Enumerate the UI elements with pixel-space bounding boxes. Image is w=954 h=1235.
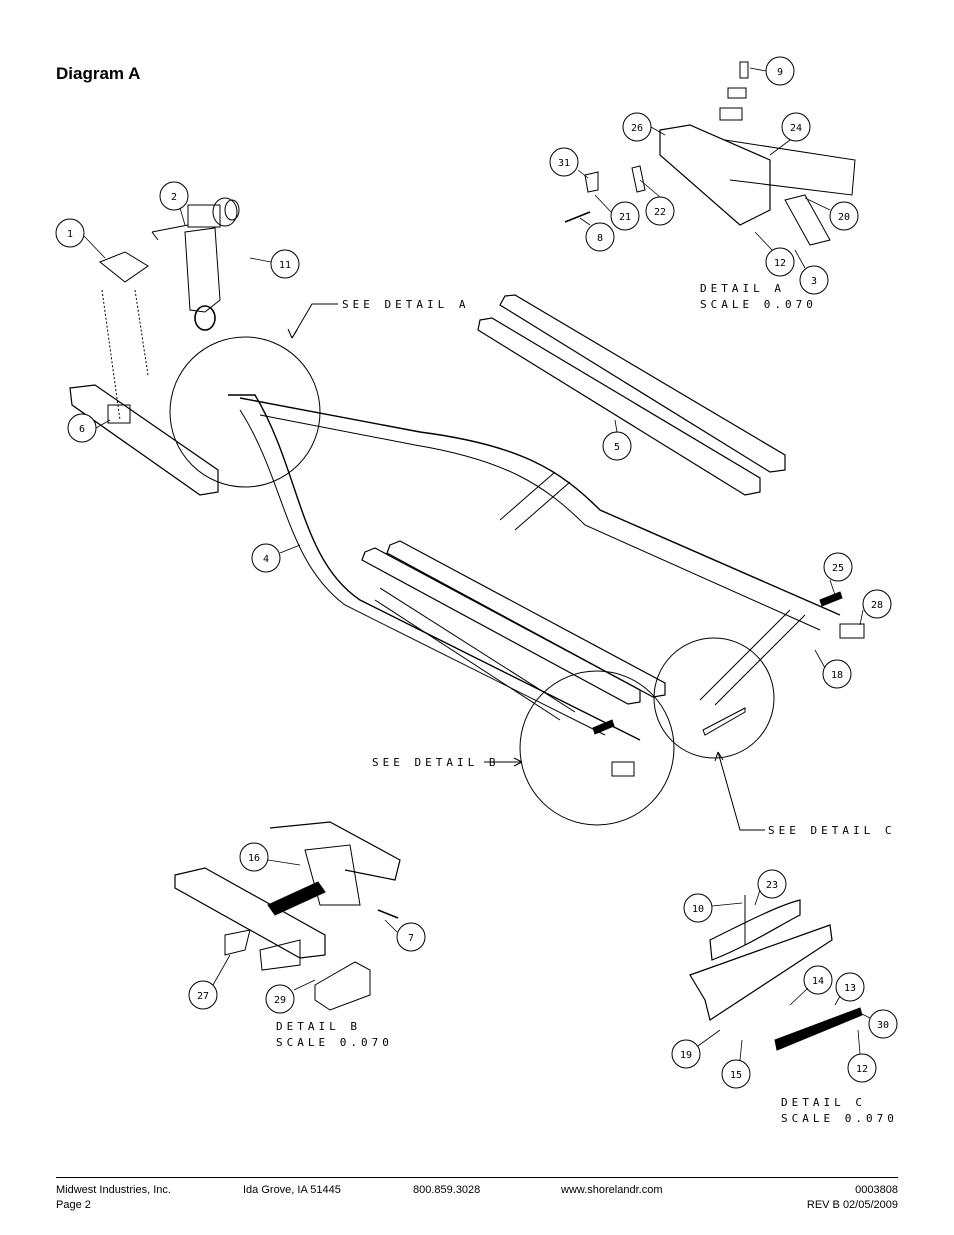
part-label: 24 xyxy=(790,123,802,134)
footer-website: www.shorelandr.com xyxy=(561,1184,663,1196)
part-label: 3 xyxy=(811,276,817,287)
part-label: 28 xyxy=(871,600,883,611)
detail-c-circle xyxy=(653,637,775,759)
frame-rail-right xyxy=(239,397,841,616)
part-label: 8 xyxy=(597,233,603,244)
footer-phone: 800.859.3028 xyxy=(413,1184,481,1196)
detail-a-title: DETAIL A xyxy=(700,282,785,295)
part-label: 2 xyxy=(171,192,177,203)
part-label: 15 xyxy=(730,1070,742,1081)
see-detail-b-label: SEE DETAIL B xyxy=(372,756,499,769)
footer-city: Ida Grove, IA 51445 xyxy=(243,1184,341,1196)
part-label: 4 xyxy=(263,554,269,565)
detail-a-bracket xyxy=(659,124,771,226)
part-label: 6 xyxy=(79,424,85,435)
part-label: 31 xyxy=(558,158,570,169)
part-label: 16 xyxy=(248,853,260,864)
part-label: 18 xyxy=(831,670,843,681)
part-label: 13 xyxy=(844,983,856,994)
part-label: 29 xyxy=(274,995,286,1006)
footer-page: Page 2 xyxy=(56,1199,91,1211)
part-label: 14 xyxy=(812,976,824,987)
page-footer: Midwest Industries, Inc. Page 2 Ida Grov… xyxy=(56,1177,898,1211)
tongue-beam xyxy=(69,384,219,496)
detail-b-circle xyxy=(519,670,675,826)
see-detail-c-label: SEE DETAIL C xyxy=(768,824,895,837)
footer-revision: REV B 02/05/2009 xyxy=(806,1199,898,1211)
part-label: 11 xyxy=(279,260,291,271)
diagram-title: Diagram A xyxy=(56,64,141,83)
frame-rail-left xyxy=(228,394,641,741)
detail-c-title: DETAIL C xyxy=(781,1096,866,1109)
part-label: 9 xyxy=(777,67,783,78)
part-label: 22 xyxy=(654,207,666,218)
detail-c-scale: SCALE 0.070 xyxy=(781,1112,898,1125)
detail-b-scale: SCALE 0.070 xyxy=(276,1036,393,1049)
bunk-board-top xyxy=(499,294,786,473)
winch-stand xyxy=(184,227,221,313)
part-label: 21 xyxy=(619,212,631,223)
detail-b-title: DETAIL B xyxy=(276,1020,361,1033)
part-label: 10 xyxy=(692,904,704,915)
part-number-labels: 1 2 3 4 5 6 7 8 9 10 11 12 12 13 14 15 1… xyxy=(67,67,889,1081)
part-label: 12 xyxy=(774,258,786,269)
detail-b-beam xyxy=(174,867,326,959)
part-label: 30 xyxy=(877,1020,889,1031)
see-detail-a-label: SEE DETAIL A xyxy=(342,298,469,311)
part-label: 1 xyxy=(67,229,73,240)
part-label: 7 xyxy=(408,933,414,944)
footer-doc-number: 0003808 xyxy=(855,1184,898,1196)
detail-a-scale: SCALE 0.070 xyxy=(700,298,817,311)
part-label: 25 xyxy=(832,563,844,574)
part-label: 27 xyxy=(197,991,209,1002)
detail-c-beam xyxy=(689,924,833,1021)
part-label: 19 xyxy=(680,1050,692,1061)
part-label: 5 xyxy=(614,442,620,453)
part-label: 20 xyxy=(838,212,850,223)
part-label: 12 xyxy=(856,1064,868,1075)
part-label: 23 xyxy=(766,880,778,891)
part-label: 26 xyxy=(631,123,643,134)
footer-company: Midwest Industries, Inc. xyxy=(56,1184,171,1196)
detail-a-circle xyxy=(169,336,321,488)
